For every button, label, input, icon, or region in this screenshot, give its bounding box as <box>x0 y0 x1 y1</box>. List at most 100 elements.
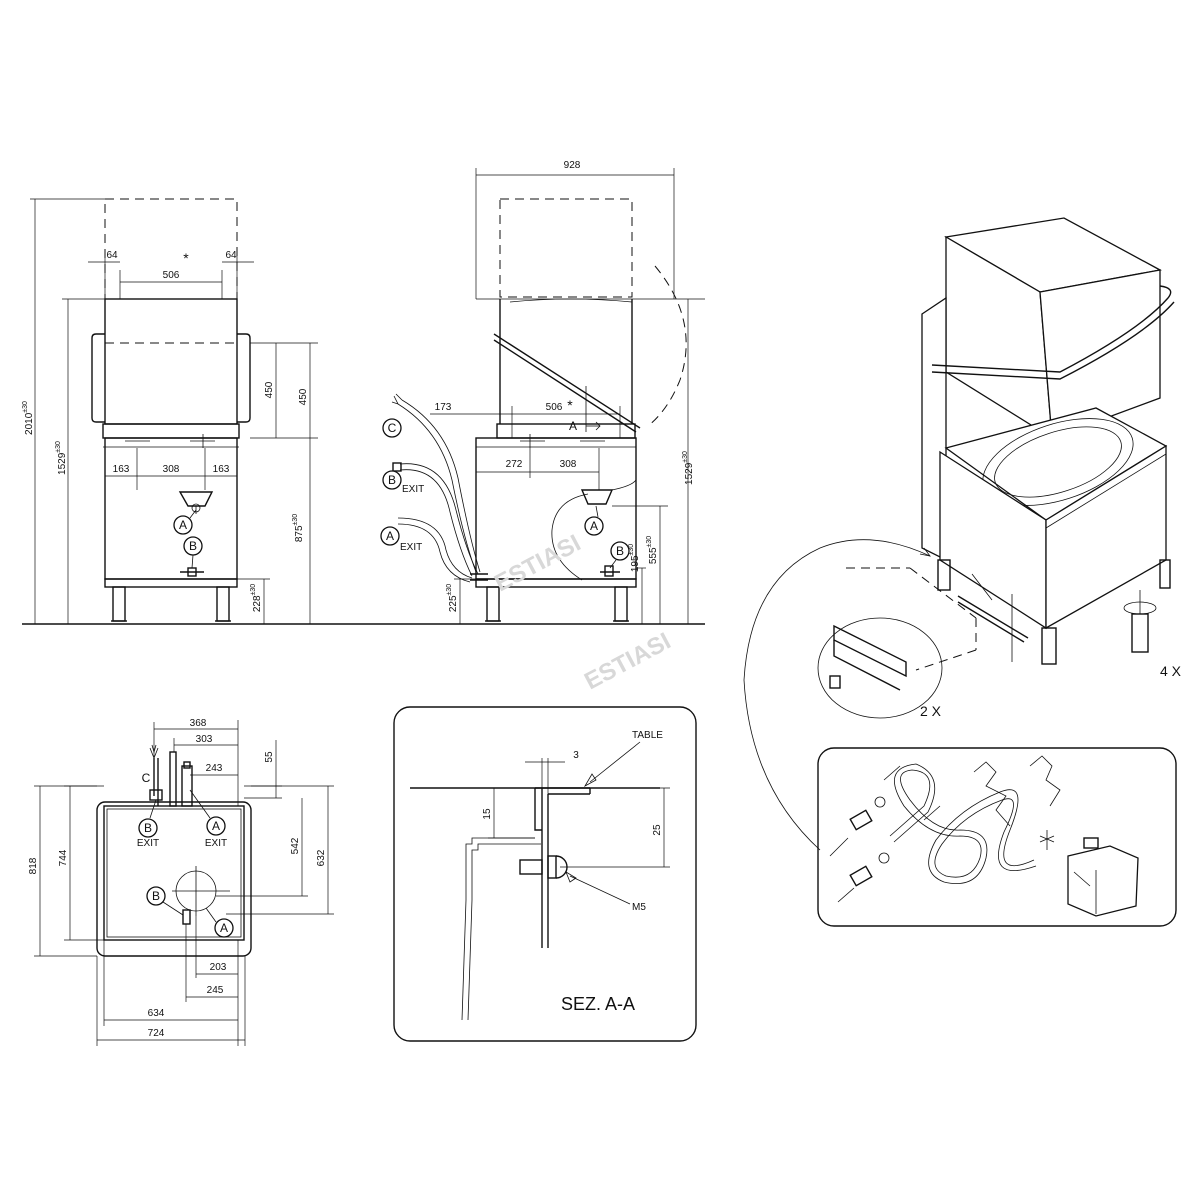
top-dim-203: 203 <box>210 962 227 973</box>
accessories-canister <box>1067 845 1139 917</box>
top-dim-368: 368 <box>190 718 207 729</box>
side-view: 928 A <box>380 160 705 624</box>
iso-qty-brackets: 2 X <box>920 703 942 719</box>
side-section-a: A <box>569 419 577 433</box>
front-height-1529: 1529±30 <box>55 441 68 475</box>
top-dim-303: 303 <box>196 734 213 745</box>
top-dim-632: 632 <box>316 849 327 866</box>
side-label-a: A <box>590 519 598 533</box>
side-dim-272: 272 <box>506 459 523 470</box>
front-drain-cup <box>178 491 214 507</box>
side-leg-left <box>486 586 500 622</box>
watermark-2: ESTIASI <box>580 628 675 696</box>
front-handle-right <box>237 333 251 423</box>
front-dim-506: 506 <box>163 270 180 281</box>
hose-c <box>397 403 477 573</box>
side-hood-swing-arc <box>647 265 687 427</box>
front-label-b: B <box>189 539 197 553</box>
front-leg-left <box>112 586 126 622</box>
front-dim-163-left: 163 <box>113 464 130 475</box>
side-drain-curve <box>551 493 589 581</box>
hose-label-c: C <box>388 421 397 435</box>
front-handle-left <box>91 333 105 423</box>
side-label-b: B <box>616 544 624 558</box>
side-height-1529: 1529±30 <box>682 451 695 485</box>
front-label-a-circle <box>173 515 193 535</box>
iso-handle <box>931 285 1172 373</box>
top-outer-outline <box>96 801 252 957</box>
front-height-228: 228±30 <box>250 584 263 612</box>
section-dim-15: 15 <box>482 808 493 820</box>
top-dim-243: 243 <box>206 763 223 774</box>
top-dim-245: 245 <box>207 985 224 996</box>
side-dim-506: 506 <box>546 402 563 413</box>
iso-qty-feet: 4 X <box>1160 663 1182 679</box>
accessories-detail <box>817 747 1177 927</box>
front-label-a: A <box>179 518 187 532</box>
side-leg-right <box>614 586 628 622</box>
isometric-view: 4 X 2 X <box>743 217 1182 851</box>
iso-hood-right <box>1039 269 1161 439</box>
top-dim-744: 744 <box>58 849 69 866</box>
section-title: SEZ. A-A <box>561 994 635 1014</box>
front-star: * <box>183 250 189 266</box>
front-cabinet <box>104 437 238 580</box>
front-view: A B 64 64 * 506 163 308 163 2010±30 1529… <box>22 198 318 624</box>
side-handle-bar <box>493 333 641 429</box>
front-dim-64-right: 64 <box>225 250 237 261</box>
front-base <box>104 578 238 588</box>
hose-label-b-exit: EXIT <box>402 484 424 495</box>
front-dim-64-left: 64 <box>106 250 118 261</box>
hose-label-a: A <box>386 529 394 543</box>
top-label-b-exit: B <box>144 821 152 835</box>
top-dim-724: 724 <box>148 1028 165 1039</box>
top-view: C B EXIT A EXIT B A 368 303 243 55 542 <box>28 718 334 1046</box>
front-hood-raised-outline <box>104 198 238 300</box>
side-height-555: 555±30 <box>646 536 659 564</box>
section-dim-3: 3 <box>573 750 579 761</box>
side-height-225: 225±30 <box>446 584 459 612</box>
side-dim-173: 173 <box>435 402 452 413</box>
accessories-hose-loop <box>889 769 1035 884</box>
top-label-a-exit: A <box>212 819 220 833</box>
front-rim <box>102 423 240 439</box>
section-table-label: TABLE <box>632 730 663 741</box>
front-leg-right <box>216 586 230 622</box>
top-dim-818: 818 <box>28 857 39 874</box>
section-screw-label: M5 <box>632 902 646 913</box>
front-dim-450: 450 <box>264 381 275 398</box>
side-star: * <box>567 397 573 413</box>
top-dim-542: 542 <box>290 837 301 854</box>
front-dim-163-right: 163 <box>213 464 230 475</box>
hose-b <box>399 463 479 575</box>
side-height-195: 195±30 <box>628 544 641 572</box>
front-dim-308: 308 <box>163 464 180 475</box>
front-height-total: 2010±30 <box>22 401 35 435</box>
hose-label-a-exit: EXIT <box>400 542 422 553</box>
front-dim-450-b: 450 <box>298 388 309 405</box>
hose-a <box>397 517 473 579</box>
section-frame <box>393 706 697 1042</box>
side-dim-928: 928 <box>564 160 581 171</box>
top-dim-55: 55 <box>264 751 275 763</box>
iso-foot-detail <box>1131 613 1149 653</box>
iso-detail-callout <box>743 539 931 851</box>
side-rim <box>496 423 636 439</box>
side-dim-308: 308 <box>560 459 577 470</box>
section-detail: M5 3 TABLE 15 25 SEZ. A-A <box>393 706 697 1042</box>
accessories-frame <box>817 747 1177 927</box>
top-label-a-exit-sub: EXIT <box>205 838 227 849</box>
side-hood-raised-outline <box>499 198 633 298</box>
top-label-b-exit-sub: EXIT <box>137 838 159 849</box>
front-height-875: 875±30 <box>292 514 305 542</box>
iso-bracket-detail <box>817 617 943 719</box>
top-label-a: A <box>220 921 228 935</box>
section-dim-25: 25 <box>652 824 663 836</box>
hose-label-b: B <box>388 473 396 487</box>
front-hood <box>104 298 238 425</box>
top-dim-634: 634 <box>148 1008 165 1019</box>
accessories-wire <box>973 761 1011 827</box>
side-drain-cup <box>580 489 614 505</box>
top-label-b: B <box>152 889 160 903</box>
